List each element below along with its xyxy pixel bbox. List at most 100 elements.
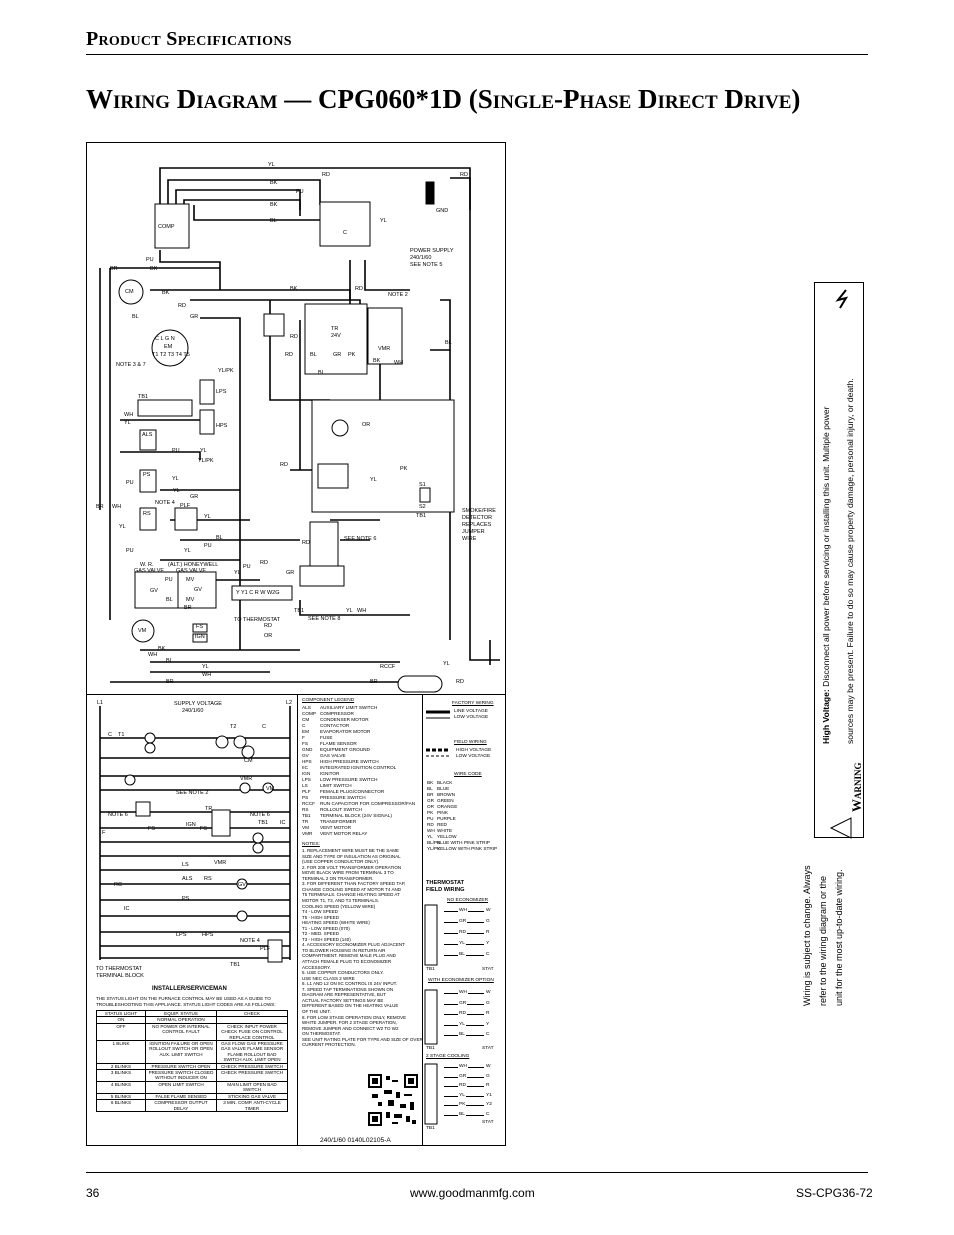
wire-label: WH [202,672,212,678]
transformer-label: TR [331,326,339,332]
compressor-label: COMP [158,224,175,230]
legend-code: LS [302,783,308,788]
ign-label: IGN [195,634,205,640]
page-number: 36 [86,1186,100,1200]
see-note-label: SEE NOTE 5 [410,262,443,268]
wire-label: RD [355,286,363,292]
legend-desc: LIMIT SWITCH [320,783,352,788]
legend-desc: GAS VALVE [320,753,346,758]
wire-label: BR [96,504,104,510]
gv-label: GV [150,588,158,594]
ps-label: PS [143,472,151,478]
legend-item: LS LIMIT SWITCH [302,783,417,789]
terminal-block-label: TB1 [416,513,427,519]
footer-url[interactable]: www.goodmanmfg.com [410,1186,535,1200]
wire-label: RD [280,462,288,468]
schematic-als: ALS [182,876,193,882]
wire-color-label: YL [458,941,466,948]
wire-color-label: WH [458,1064,468,1071]
wire-code: YL [427,834,433,839]
stat-terminal: C [486,1032,490,1037]
power-supply-label: POWER SUPPLY [410,248,454,254]
smoke-detector-label: DETECTOR [462,515,493,521]
s1-label: S1 [419,482,426,488]
stat-terminal: G [486,1073,490,1079]
schematic-vmr: VMR [214,860,227,866]
legend-desc: LOW PRESSURE SWITCH [320,777,378,782]
contactor-label: C [343,230,347,236]
legend-desc: PRESSURE SWITCH [320,795,366,800]
note-line: DIAGRAM ARE REPRESENTATIVE, BUT [302,992,386,998]
schematic-fs: FS [200,826,208,832]
legend-code: FS [302,741,308,746]
note-line: 5. USE COPPER CONDUCTORS ONLY. [302,970,384,976]
wire-color: RED [437,822,447,827]
wire-label: RD [456,679,464,685]
wire-label: YL [443,661,450,667]
wire-label: WH [148,652,158,658]
wire-color: YELLOW [437,834,457,839]
legend-code: RS [302,807,309,812]
legend-title: COMPONENT LEGEND [302,698,355,703]
wire-label: BL [166,658,173,664]
legend-item: RS ROLLOUT SWITCH [302,807,417,813]
legend-key-divider [422,694,423,1146]
note-label: NOTE 6 [250,812,270,818]
schematic-c: C [262,724,266,730]
installer-intro: TROUBLESHOOTING THIS APPLIANCE. STATUS L… [96,1002,276,1007]
table-cell: STICKING GAS VALVE [216,1092,288,1101]
high-voltage-label: HIGH VOLTAGE [456,748,492,753]
see-note-label: SEE NOTE 8 [308,616,341,622]
supply-voltage-value: 240/1/60 [182,708,204,714]
wire-code: BR [427,792,434,797]
gas-valve-label: GAS VALVE [134,568,165,574]
stat-label: STAT [482,1046,494,1051]
wire-label: BL [310,352,317,358]
legend-desc: FUSE [320,735,333,740]
terminal-block-label: TB1 [294,608,305,614]
note-line: COMPARTMENT. REMOVE MALE PLUG AND [302,953,396,959]
legend-desc: RUN CAPACITOR FOR COMPRESSOR/FAN [320,801,416,806]
wire-label: RD [460,172,468,178]
alt-gas-valve-label: (ALT.) HONEYWELL [168,562,219,568]
legend-code: IGN [302,771,311,776]
table-cell: CHECK PRESSURE SWITCH [216,1062,288,1071]
table-cell: PRESSURE SWITCH CLOSED WITHOUT INDUCER O… [145,1069,217,1082]
table-cell: MAIN LIMIT OPEN BAD SWITCH [216,1080,288,1094]
note-line: 1. REPLACEMENT WIRE MUST BE THE SAME [302,848,400,853]
legend-desc: EQUIPMENT GROUND [320,747,370,752]
note-line: T3 - HIGH SPEED (140) [302,936,351,942]
footer-rule [86,1172,868,1173]
legend-desc: ROLLOUT SWITCH [320,807,362,812]
wire-color: PINK [437,810,448,815]
notice-line1: Wiring is subject to change. Always [802,865,812,1006]
legend-code: RCCF [302,801,316,806]
wire-label: YL [119,524,126,530]
legend-code: GND [302,747,313,752]
schematic-tb1: TB1 [258,820,269,826]
wire-code: OR [427,804,435,809]
wire-label: PK [348,352,356,358]
table-cell: CHECK INPUT POWER CHECK FUSE ON CONTROL … [216,1022,288,1042]
stat-terminal: Y [486,1021,490,1027]
table-cell [216,1016,288,1024]
terminal-block-label: TB1 [426,1126,435,1131]
table-cell: NO POWER OR INTERNAL CONTROL FAULT [145,1022,217,1042]
wire-label: OR [362,422,371,428]
wire-label: WH [112,504,122,510]
wire-label: BR [110,266,118,272]
notice-line3: unit for the most up-to-date wiring. [834,869,844,1006]
legend-item: RCCF RUN CAPACITOR FOR COMPRESSOR/FAN [302,801,417,807]
schematic-ign: IGN [186,822,196,828]
